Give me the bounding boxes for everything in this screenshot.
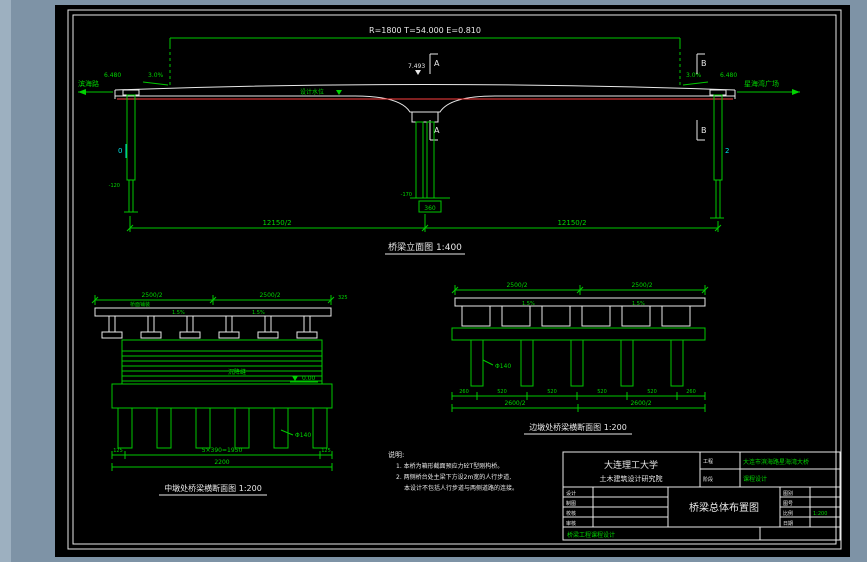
mid-dim-left-label: 2500/2 bbox=[141, 292, 162, 299]
project-label: 工程 bbox=[703, 458, 713, 465]
side-piles bbox=[470, 339, 684, 387]
mid-level-label: 7.493 bbox=[408, 63, 425, 70]
mid-level-symbol bbox=[415, 70, 421, 75]
water-level-symbol bbox=[336, 90, 342, 95]
left-level-label: 6.480 bbox=[104, 72, 121, 79]
mid-footing bbox=[111, 383, 333, 409]
curve-data-label: R=1800 T=54.000 E=0.810 bbox=[369, 26, 481, 35]
drawing-title: 桥梁总体布置图 bbox=[689, 501, 759, 514]
left-road: 滨海路 bbox=[78, 79, 113, 95]
mid-joint-label: 沉降缝 bbox=[228, 368, 246, 376]
side-pile-dia-label: Φ140 bbox=[495, 363, 511, 370]
stage-value: 课程设计 bbox=[743, 475, 767, 483]
stage-label: 阶段 bbox=[703, 476, 713, 483]
notes-line-3: 本设计不包括人行步道与两侧道路的连接。 bbox=[404, 484, 518, 492]
elevation-view: R=1800 T=54.000 E=0.810 设计水位 滨海路 星海湾广场 6… bbox=[78, 26, 800, 255]
org-name-line1: 大连理工大学 bbox=[604, 459, 658, 471]
pier-no-left-label: 0 bbox=[118, 147, 122, 155]
side-total-right-label: 2600/2 bbox=[630, 400, 651, 407]
sig-label-check: 校核 bbox=[566, 510, 576, 517]
mid-t-beams bbox=[101, 315, 318, 339]
meta-label-scale: 比例 bbox=[783, 510, 793, 517]
section-cut-a: A A bbox=[429, 53, 440, 141]
side-seg-dim-2: 520 bbox=[547, 389, 557, 395]
sheet-border bbox=[67, 9, 842, 550]
span-left-label: 12150/2 bbox=[262, 219, 291, 227]
section-b-top-label: B bbox=[701, 59, 707, 68]
mid-level-label: 0.00 bbox=[302, 375, 316, 382]
mid-bottom-dims: 125 5×390=1950 125 2200 bbox=[111, 447, 333, 471]
bottom-course-label: 桥梁工程课程设计 bbox=[567, 531, 615, 539]
viewer-left-strip bbox=[0, 0, 11, 562]
elevation-title: 桥梁立面图 1:400 bbox=[388, 241, 462, 253]
mid-dim-edge-label: 325 bbox=[338, 295, 348, 301]
abutment-section: 2500/2 2500/2 1.5% 1.5% Φ140 bbox=[451, 282, 709, 435]
mid-pier-section: 2500/2 2500/2 325 桥面铺装 1.5% 1.5% 沉降缝 bbox=[91, 292, 348, 496]
side-deck-slab bbox=[454, 297, 706, 307]
left-slope-label: 3.0% bbox=[148, 72, 164, 79]
mid-total-label: 2200 bbox=[214, 459, 229, 466]
pier-number-left: 0 bbox=[118, 144, 127, 158]
side-beams bbox=[461, 305, 691, 327]
mid-deck-slab bbox=[94, 307, 332, 317]
right-level-label: 6.480 bbox=[720, 72, 737, 79]
left-pier: -120 bbox=[109, 89, 140, 213]
section-a-top-label: A bbox=[434, 59, 440, 68]
center-pier-depth-label: -170 bbox=[401, 192, 412, 198]
title-block: 大连理工大学 土木建筑设计研究院 工程 大连市滨海路星海湾大桥 阶段 课程设计 … bbox=[562, 451, 841, 541]
side-seg-dim-1: 520 bbox=[497, 389, 507, 395]
notes-header: 说明: bbox=[388, 450, 404, 459]
mid-dim-right-label: 2500/2 bbox=[259, 292, 280, 299]
mid-level-mark: 0.00 bbox=[290, 375, 318, 383]
side-seg-dim-4: 520 bbox=[647, 389, 657, 395]
section-b-bottom-label: B bbox=[701, 126, 707, 135]
mid-pave-note: 桥面铺装 bbox=[130, 301, 150, 308]
right-slope-label: 3.0% bbox=[686, 72, 702, 79]
side-bottom-dims: 260 520 520 520 520 260 2600/2 2600/2 bbox=[451, 389, 706, 412]
right-pier bbox=[709, 89, 727, 219]
mid-slope-right-label: 1.5% bbox=[252, 310, 265, 316]
notes-line-1: 1. 本桥为箱形截面预应力砼T型刚构桥。 bbox=[396, 462, 503, 470]
mid-side-right-label: 125 bbox=[321, 448, 331, 454]
left-road-label: 滨海路 bbox=[78, 79, 99, 88]
meta-label-number: 图号 bbox=[783, 501, 793, 507]
meta-value-scale: 1:200 bbox=[813, 511, 827, 517]
side-seg-dim-5: 260 bbox=[686, 389, 696, 395]
mid-slope-left-label: 1.5% bbox=[172, 310, 185, 316]
notes-line-2: 2. 两侧桥台处主梁下方设2m宽的人行步道, bbox=[396, 473, 511, 481]
side-total-left-label: 2600/2 bbox=[504, 400, 525, 407]
project-name: 大连市滨海路星海湾大桥 bbox=[743, 458, 809, 466]
mid-piles bbox=[117, 407, 328, 449]
center-pier-box-label: 360 bbox=[424, 205, 436, 212]
drawing-canvas[interactable] bbox=[55, 5, 850, 557]
side-seg-dim-0: 260 bbox=[459, 389, 469, 395]
right-road: 星海湾广场 bbox=[737, 79, 800, 95]
org-name-line2: 土木建筑设计研究院 bbox=[600, 474, 663, 483]
mid-section-title: 中墩处桥梁横断面图 1:200 bbox=[164, 483, 262, 493]
sig-label-review: 审核 bbox=[566, 520, 576, 527]
side-dim-left-label: 2500/2 bbox=[506, 282, 527, 289]
mid-pile-dia-label: Φ140 bbox=[295, 432, 311, 439]
sig-label-draft: 制图 bbox=[566, 500, 576, 507]
notes-block: 说明: 1. 本桥为箱形截面预应力砼T型刚构桥。 2. 两侧桥台处主梁下方设2m… bbox=[388, 450, 518, 492]
side-slope-left-label: 1.5% bbox=[522, 301, 535, 307]
meta-label-date: 日期 bbox=[783, 521, 793, 527]
mid-pile-dim-label: 5×390=1950 bbox=[202, 447, 243, 454]
side-slope-right-label: 1.5% bbox=[632, 301, 645, 307]
side-seg-dim-3: 520 bbox=[597, 389, 607, 395]
right-road-label: 星海湾广场 bbox=[744, 79, 779, 88]
mid-side-left-label: 125 bbox=[113, 448, 123, 454]
span-dimension: 12150/2 12150/2 bbox=[126, 214, 722, 232]
center-pier: 360 -170 bbox=[401, 111, 450, 213]
side-section-title: 边墩处桥梁横断面图 1:200 bbox=[529, 422, 627, 432]
span-right-label: 12150/2 bbox=[557, 219, 586, 227]
left-pier-depth-label: -120 bbox=[109, 183, 120, 189]
sig-label-design: 设计 bbox=[566, 490, 576, 497]
pier-no-right-label: 2 bbox=[725, 147, 729, 155]
section-a-bottom-label: A bbox=[434, 126, 440, 135]
section-cut-b: B B bbox=[696, 53, 707, 141]
side-dim-right-label: 2500/2 bbox=[631, 282, 652, 289]
meta-label-type: 图别 bbox=[783, 490, 793, 497]
water-level-label: 设计水位 bbox=[300, 88, 324, 96]
